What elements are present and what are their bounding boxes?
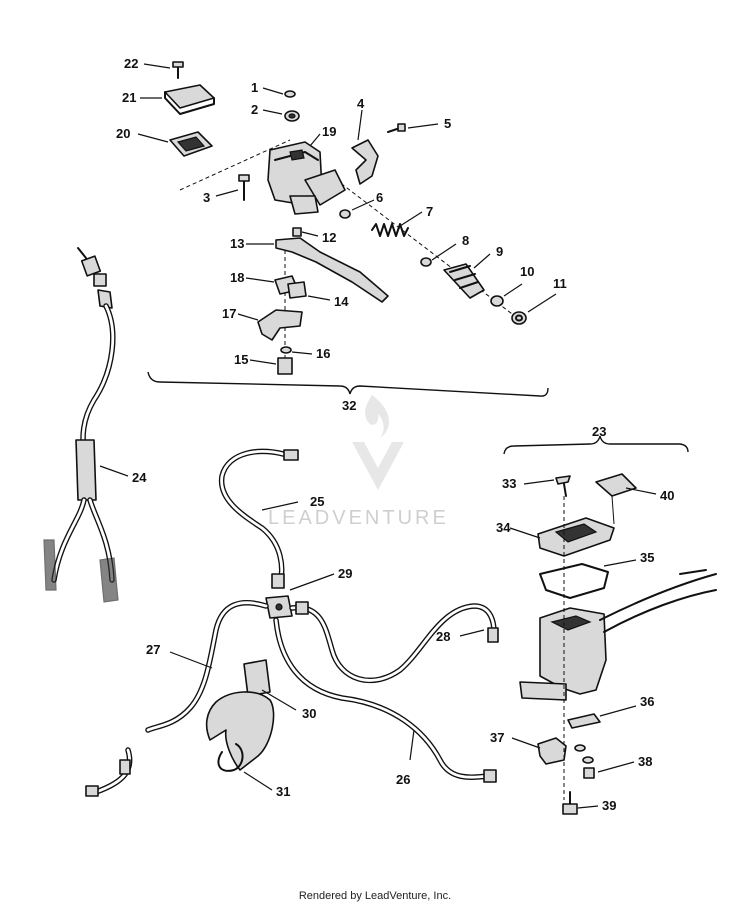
callout-38: 38 — [638, 754, 652, 769]
callout-31: 31 — [276, 784, 290, 799]
callout-5: 5 — [444, 116, 451, 131]
callout-27: 27 — [146, 642, 160, 657]
callout-35: 35 — [640, 550, 654, 565]
spring-7 — [371, 223, 409, 237]
master-cylinder-assembly-right — [503, 435, 717, 815]
callout-30: 30 — [302, 706, 316, 721]
callout-10: 10 — [520, 264, 534, 279]
callout-33: 33 — [502, 476, 516, 491]
callout-6: 6 — [376, 190, 383, 205]
watermark-text: LEADVENTURE — [268, 507, 449, 529]
callout-29: 29 — [338, 566, 352, 581]
footer-credit: Rendered by LeadVenture, Inc. — [298, 890, 452, 902]
brake-cable-24 — [43, 247, 129, 603]
callout-39: 39 — [602, 798, 616, 813]
callout-17: 17 — [222, 306, 236, 321]
brake-hose-assembly — [85, 448, 499, 797]
callout-13: 13 — [230, 236, 244, 251]
callout-37: 37 — [490, 730, 504, 745]
callout-32: 32 — [342, 398, 356, 413]
callout-23: 23 — [592, 424, 606, 439]
callout-3: 3 — [203, 190, 210, 205]
callout-2: 2 — [251, 102, 258, 117]
callout-26: 26 — [396, 772, 410, 787]
callout-18: 18 — [230, 270, 244, 285]
callout-19: 19 — [322, 124, 336, 139]
callout-4: 4 — [357, 96, 365, 111]
callout-40: 40 — [660, 488, 674, 503]
callout-9: 9 — [496, 244, 503, 259]
callout-15: 15 — [234, 352, 248, 367]
callout-12: 12 — [322, 230, 336, 245]
callout-25: 25 — [310, 494, 324, 509]
callout-7: 7 — [426, 204, 433, 219]
callout-24: 24 — [132, 470, 147, 485]
callout-16: 16 — [316, 346, 330, 361]
callout-22: 22 — [124, 56, 138, 71]
callout-1: 1 — [251, 80, 258, 95]
master-cylinder-assembly-top — [137, 61, 557, 397]
bracket-32 — [147, 371, 549, 397]
watermark-logo — [352, 395, 404, 490]
callout-34: 34 — [496, 520, 511, 535]
callout-36: 36 — [640, 694, 654, 709]
callout-20: 20 — [116, 126, 130, 141]
callout-labels: 1 2 3 4 5 6 7 8 9 10 11 12 13 14 15 16 1… — [116, 56, 674, 813]
callout-28: 28 — [436, 629, 450, 644]
callout-21: 21 — [122, 90, 136, 105]
callout-8: 8 — [462, 233, 469, 248]
callout-11: 11 — [553, 276, 567, 291]
callout-14: 14 — [334, 294, 349, 309]
